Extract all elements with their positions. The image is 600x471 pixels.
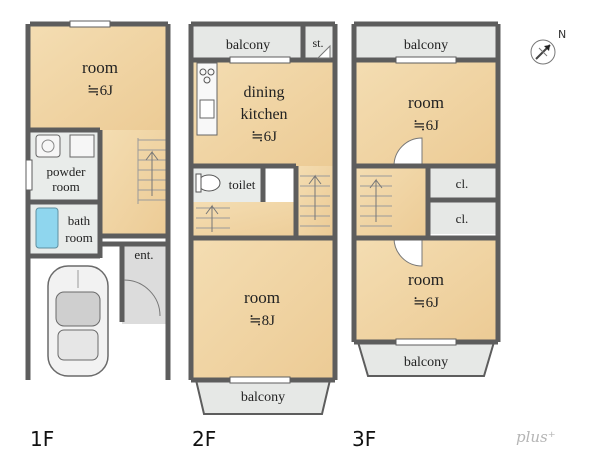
room-1f-label: room (82, 58, 118, 77)
storage-label: st. (312, 36, 323, 50)
room-2f-floor (193, 238, 333, 378)
balcony-2f-bottom-floor (196, 380, 330, 414)
room-1f-floor (30, 26, 167, 130)
stove-icon (199, 68, 215, 84)
floor-2f: balcony st. dining kitchen ≒6J toilet ro… (188, 21, 338, 451)
balcony-2f-bottom-label: balcony (241, 390, 285, 405)
compass-icon (530, 39, 556, 65)
room-1f-size: ≒6J (87, 83, 113, 99)
powder-sink-bowl (41, 139, 55, 153)
closet-1-floor (428, 166, 496, 198)
floor-1f: room ≒6J powder room bath room ent. 1F (25, 20, 171, 451)
window-1f-top (69, 20, 111, 28)
walls-3f (351, 21, 501, 345)
room-3f-top-label: room (408, 93, 444, 112)
stairs-2f (196, 174, 330, 232)
kitchen-sink (199, 99, 215, 119)
room-3f-top-floor (356, 60, 496, 166)
closet-2-label: cl. (456, 211, 469, 226)
floor-label-1f: 1F (30, 427, 54, 451)
room-3f-bottom-label: room (408, 270, 444, 289)
closet-1-label: cl. (456, 176, 469, 191)
window-3f-top (395, 56, 457, 64)
window-1f-powder (25, 159, 33, 191)
bathtub (35, 207, 59, 249)
powder-room-label-2: room (52, 179, 79, 194)
window-2f-room (229, 376, 291, 384)
door-swing-3f-top (393, 137, 423, 167)
dining-label-2: kitchen (240, 106, 287, 123)
toilet-icon (195, 173, 221, 193)
powder-room-label-1: powder (47, 164, 87, 179)
stairs-3f (360, 175, 392, 227)
brand-logo: plus⁺ (516, 428, 556, 446)
balcony-2f-top-label: balcony (226, 38, 270, 53)
balcony-2f-bottom-rail (195, 379, 331, 415)
room-3f-bottom-size: ≒6J (413, 295, 439, 311)
floor-3f: balcony room ≒6J cl. cl. room ≒6J balcon… (351, 21, 501, 451)
room-3f-bottom-floor (356, 238, 496, 340)
dining-label-1: dining (244, 84, 285, 101)
stairs-1f (137, 138, 166, 204)
car-icon (47, 265, 109, 377)
balcony-3f-bottom-rail (357, 341, 495, 377)
balcony-3f-bottom-floor (358, 342, 494, 376)
room-2f-label: room (244, 288, 280, 307)
balcony-3f-top-floor (356, 26, 496, 60)
balcony-3f-top-label: balcony (404, 38, 448, 53)
closet-2-floor (428, 202, 496, 234)
floor-label-3f: 3F (352, 427, 376, 451)
bath-room-label-1: bath (68, 213, 91, 228)
window-2f-dining (229, 56, 291, 64)
balcony-2f-top-floor (193, 26, 303, 60)
door-swing-entrance (123, 279, 161, 317)
compass-north-label: N (558, 28, 566, 41)
entrance-label: ent. (134, 247, 153, 262)
balcony-3f-bottom-label: balcony (404, 355, 448, 370)
room-3f-top-size: ≒6J (413, 118, 439, 134)
storage-door-icon (316, 44, 331, 59)
stair-hall-1f-floor (100, 130, 167, 236)
window-3f-bottom (395, 338, 457, 346)
walls-1f (25, 21, 171, 380)
hall-3f-floor (356, 166, 428, 238)
dining-size: ≒6J (251, 129, 277, 145)
room-2f-size: ≒8J (249, 313, 275, 329)
toilet-label: toilet (229, 177, 256, 192)
washing-machine (69, 134, 95, 158)
powder-sink (35, 134, 61, 158)
bath-room-label-2: room (65, 230, 92, 245)
door-swing-3f-bottom (393, 237, 423, 267)
floor-label-2f: 2F (192, 427, 216, 451)
